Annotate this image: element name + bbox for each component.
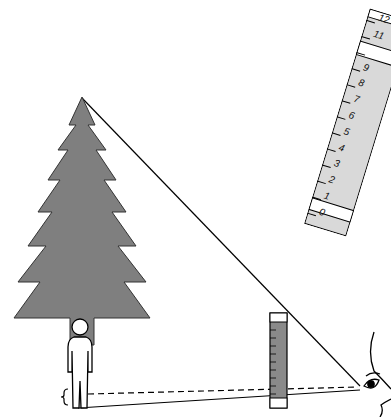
scale-tick xyxy=(342,101,351,104)
observer-eye xyxy=(364,332,391,417)
scale-tick xyxy=(351,69,360,72)
eye-level-line xyxy=(88,387,358,394)
held-ruler xyxy=(270,313,287,408)
enlarged-ruler-body xyxy=(304,8,391,236)
scale-tick xyxy=(332,133,341,136)
scale-tick xyxy=(312,197,321,200)
scale-tick xyxy=(327,149,336,152)
scale-tick xyxy=(347,85,356,88)
person xyxy=(68,319,92,408)
fir-tree xyxy=(14,97,150,345)
eye-height-bracket xyxy=(61,389,68,405)
scale-tick xyxy=(361,36,370,39)
scale-tick xyxy=(307,213,316,216)
scale-tick xyxy=(322,165,331,168)
scale-tick xyxy=(356,52,365,55)
scale-tick xyxy=(337,117,346,120)
scale-tick xyxy=(317,181,326,184)
scale-tick xyxy=(366,20,375,23)
enlarged-ruler: 12119876543210 xyxy=(304,8,391,236)
